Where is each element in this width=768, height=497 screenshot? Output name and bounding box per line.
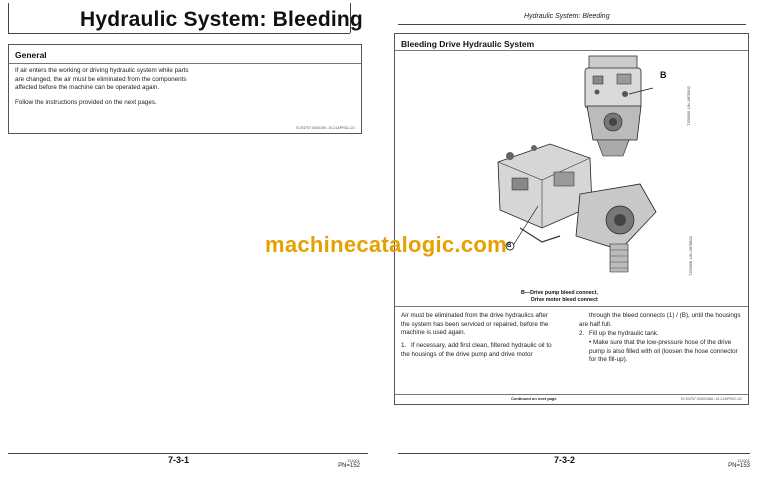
title-box-right-rule: [350, 3, 351, 33]
figure-caption-line-2: Drive motor bleed connect: [531, 297, 598, 303]
continued-note: Continued on next page: [511, 396, 557, 401]
page-number: 7-3-2: [554, 455, 576, 465]
bleeding-heading-rule: [395, 50, 748, 51]
step-2-bullet-text: Make sure that the low-pressure hose of …: [589, 339, 738, 364]
figure-bottom-rule: [395, 306, 748, 307]
step-1-text: If necessary, add first clean, filtered …: [401, 342, 552, 358]
step-2-bullet: • Make sure that the low-pressure hose o…: [589, 339, 745, 365]
general-heading: General: [15, 50, 47, 60]
step-1: 1.If necessary, add first clean, filtere…: [401, 342, 557, 359]
header-rule: [398, 24, 746, 25]
running-head: Hydraulic System: Bleeding: [524, 13, 610, 20]
title-box-left-rule: [8, 3, 9, 33]
step-1-continued: through the bleed connects (1) / (B), un…: [579, 312, 741, 328]
figure-bottom-code: T155698 -UN-16FEB02: [689, 236, 693, 276]
figure-caption-line-1: B—Drive pump bleed connect,: [521, 290, 598, 296]
watermark-text: machinecatalogic.com: [265, 232, 507, 257]
left-page: Hydraulic System: Bleeding General If ai…: [8, 3, 368, 469]
callout-b-top: B: [660, 70, 667, 80]
general-ref-code: ELS3757,0000159 -19-21APR02-1/1: [296, 126, 355, 130]
general-paragraph-1: If air enters the working or driving hyd…: [15, 67, 189, 92]
footer-code: 111001: [347, 458, 360, 463]
general-heading-rule: [9, 63, 361, 64]
callout-b-bottom: B: [507, 243, 512, 249]
page-number: 7-3-1: [168, 455, 190, 465]
title-underline: [8, 33, 350, 34]
step-2-text: Fill up the hydraulic tank.: [589, 330, 659, 337]
intro-paragraph: Air must be eliminated from the drive hy…: [401, 312, 549, 337]
general-paragraph-2: Follow the instructions provided on the …: [15, 99, 157, 106]
footer-pn: PN=153: [728, 463, 750, 469]
footer-rule: [398, 453, 750, 454]
bleeding-ref-code: ELS3757,0000158A -19-21APR02-1/2: [681, 397, 742, 401]
step-2-number: 2.: [579, 330, 585, 337]
footer-pn: PN=152: [338, 463, 360, 469]
right-page: Hydraulic System: Bleeding Bleeding Driv…: [384, 0, 768, 497]
page-title: Hydraulic System: Bleeding: [80, 8, 363, 31]
bullet-icon: •: [589, 339, 593, 346]
footer-code: 111001: [737, 458, 750, 463]
step-1-number: 1.: [401, 342, 407, 349]
bleeding-box: Bleeding Drive Hydraulic System B T15569…: [394, 33, 749, 405]
drive-pump-illustration: [497, 143, 657, 273]
bleeding-heading: Bleeding Drive Hydraulic System: [401, 39, 535, 49]
footer-rule: [8, 453, 368, 454]
footer-box-rule: [395, 394, 748, 395]
general-box: General If air enters the working or dri…: [8, 44, 362, 134]
drive-motor-illustration: [584, 55, 654, 157]
figure-top-code: T155699 -UN-16FEB02: [687, 86, 691, 126]
step-2: 2. Fill up the hydraulic tank.: [579, 330, 743, 339]
